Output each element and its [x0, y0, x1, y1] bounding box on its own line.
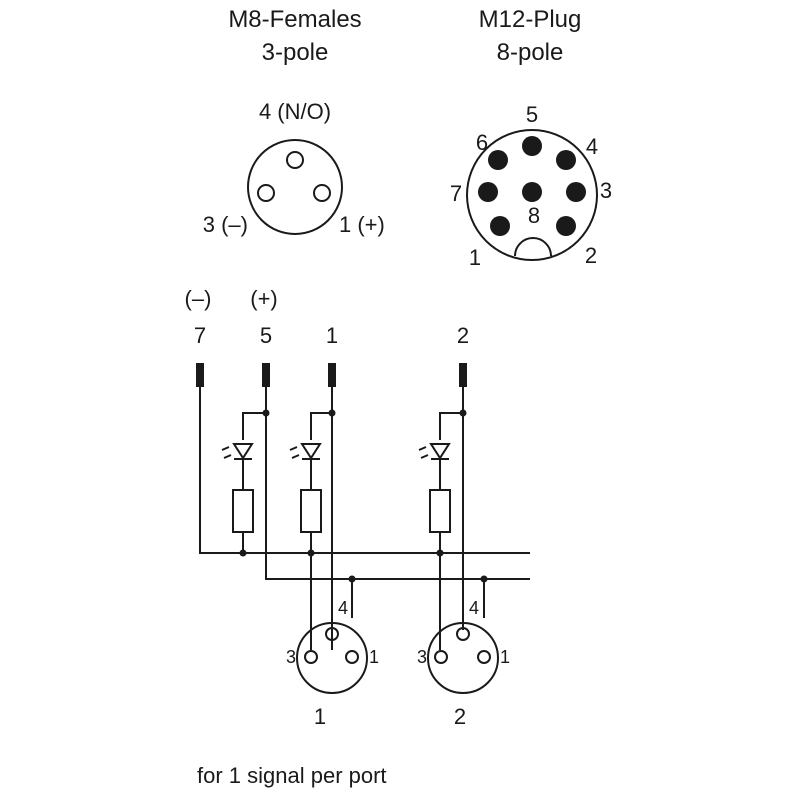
channel-2-circuit — [418, 387, 485, 650]
m8-pin3-hole — [257, 184, 275, 202]
port-2-connector: 4 3 1 2 — [417, 598, 510, 729]
led-3-diode — [429, 443, 451, 460]
m12-pin4 — [556, 150, 576, 170]
m8-pin1-hole — [313, 184, 331, 202]
polarity-minus-label: (–) — [185, 286, 212, 311]
m12-pin3-label: 3 — [600, 178, 612, 203]
m8-connector-face — [247, 139, 343, 235]
wire-7-label: 7 — [194, 323, 206, 348]
wire-7-cap — [196, 363, 204, 387]
wire-2-label: 2 — [457, 323, 469, 348]
m12-title: M12-Plug — [479, 6, 582, 33]
m12-pin6-label: 6 — [476, 130, 488, 155]
m12-pin1-label: 1 — [469, 245, 481, 270]
m8-pin1-label: 1 (+) — [339, 212, 385, 237]
m12-coding-key — [514, 237, 552, 257]
port-1-pin4-label: 4 — [338, 598, 348, 618]
m12-subtitle: 8-pole — [497, 39, 564, 66]
m12-pin2 — [556, 216, 576, 236]
m12-pin4-label: 4 — [586, 134, 598, 159]
m12-pin1 — [490, 216, 510, 236]
m8-subtitle: 3-pole — [262, 39, 329, 66]
m12-pin8 — [522, 182, 542, 202]
m12-plug-connector: M12-Plug 8-pole 5 6 4 7 3 8 1 2 — [450, 6, 612, 270]
resistor-1 — [232, 489, 254, 533]
m12-pin8-label: 8 — [528, 203, 540, 228]
led-2-light-icon — [289, 446, 300, 459]
port-2-pin4-label: 4 — [469, 598, 479, 618]
m8-pin4-label: 4 (N/O) — [259, 99, 331, 124]
port-2-pin3-label: 3 — [417, 647, 427, 667]
wire-1-label: 1 — [326, 323, 338, 348]
port-1-face — [296, 622, 368, 694]
wire-5-cap — [262, 363, 270, 387]
wiring-schematic: (–) (+) 7 5 1 2 — [185, 286, 530, 729]
junction-dots — [239, 409, 488, 583]
wire-5-label: 5 — [260, 323, 272, 348]
m12-connector-face — [466, 129, 598, 261]
m12-pin3 — [566, 182, 586, 202]
channel-1-circuit — [221, 387, 353, 650]
m12-pin5-label: 5 — [526, 102, 538, 127]
m8-pin4-hole — [286, 151, 304, 169]
m12-pin7 — [478, 182, 498, 202]
led-3-light-icon — [418, 446, 429, 459]
resistor-2 — [300, 489, 322, 533]
m12-pin6 — [488, 150, 508, 170]
port-1-connector: 4 3 1 1 — [286, 598, 379, 729]
led-1-light-icon — [221, 446, 232, 459]
m8-female-connector: M8-Females 3-pole 4 (N/O) 3 (–) 1 (+) — [203, 6, 385, 237]
wire-2-cap — [459, 363, 467, 387]
led-3-feed — [439, 412, 463, 440]
port-1-pin3-label: 3 — [286, 647, 296, 667]
port-2-pin1-label: 1 — [500, 647, 510, 667]
port-1-pin1-label: 1 — [369, 647, 379, 667]
polarity-plus-label: (+) — [250, 286, 278, 311]
port-2-label: 2 — [454, 704, 466, 729]
footer-note: for 1 signal per port — [197, 763, 387, 788]
port-1-label: 1 — [314, 704, 326, 729]
m12-pin7-label: 7 — [450, 181, 462, 206]
m8-title: M8-Females — [228, 6, 361, 33]
led-1-feed — [242, 412, 266, 440]
wire-5-plus-bus — [265, 387, 530, 580]
wire-7-minus-bus — [199, 387, 530, 554]
led-2-feed — [310, 412, 332, 440]
m8-pin3-label: 3 (–) — [203, 212, 248, 237]
led-1-diode — [232, 443, 254, 460]
m12-pin2-label: 2 — [585, 243, 597, 268]
port-2-face — [427, 622, 499, 694]
m12-pin5 — [522, 136, 542, 156]
resistor-3 — [429, 489, 451, 533]
wire-1-cap — [328, 363, 336, 387]
led-2-diode — [300, 443, 322, 460]
